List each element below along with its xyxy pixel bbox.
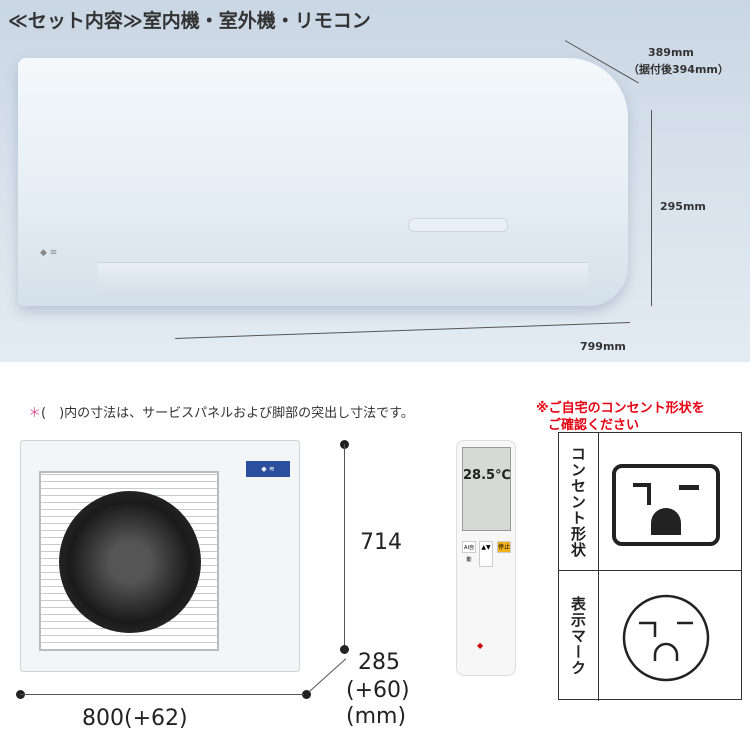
depth-dim-line — [304, 658, 347, 696]
note-text: ( )内の寸法は、サービスパネルおよび脚部の突出し寸法です。 — [41, 406, 414, 421]
outdoor-depth-extra: (+60) — [346, 678, 410, 703]
ai-button: AI自動 — [462, 541, 476, 563]
brand-logo: ◆ ≋ — [40, 248, 58, 258]
remote-control: 28.5℃ AI自動 ▲▼ 停止 ◆ — [456, 440, 516, 676]
depth-label: 389mm — [648, 46, 694, 59]
width-dim-line — [20, 694, 304, 695]
outdoor-width: 800(+62) — [82, 706, 188, 731]
stop-button: 停止 — [497, 541, 511, 553]
height-dim-line — [344, 444, 345, 649]
outlet-shape-icon — [612, 464, 720, 546]
temp-button: ▲▼ — [479, 541, 493, 567]
dim-dot — [302, 690, 311, 699]
warning-line1: ※ご自宅のコンセント形状を — [536, 401, 705, 416]
indoor-unit: ◆ ≋ — [18, 58, 628, 306]
outdoor-height: 714 — [360, 530, 402, 555]
unit-display — [408, 218, 508, 232]
display-mark-label: 表示マーク — [559, 571, 599, 701]
warning-line2: ご確認ください — [548, 418, 640, 433]
unit-flap — [98, 262, 588, 298]
height-line — [651, 110, 652, 306]
remote-lcd: 28.5℃ — [462, 447, 511, 531]
dim-dot — [340, 645, 349, 654]
display-mark-icon — [622, 594, 710, 682]
brand-logo: ◆ — [477, 641, 484, 650]
height-label: 295mm — [660, 200, 706, 213]
depth-installed-label: （据付後394mm） — [628, 63, 729, 76]
dimension-note: ＊( )内の寸法は、サービスパネルおよび脚部の突出し寸法です。 — [28, 402, 414, 421]
outlet-shape-row: コンセント形状 — [559, 433, 741, 571]
outlet-shape-label: コンセント形状 — [559, 433, 599, 570]
outlet-warning: ※ご自宅のコンセント形状をご確認ください — [536, 400, 705, 434]
fan-icon — [59, 491, 201, 633]
indoor-unit-photo: ◆ ≋ 389mm （据付後394mm） 295mm 799mm — [0, 0, 750, 362]
width-line — [175, 322, 630, 339]
fan-grille — [39, 471, 219, 651]
page-title: ≪セット内容≫室内機・室外機・リモコン — [8, 10, 371, 32]
note-mark: ＊ — [28, 406, 42, 421]
display-mark-row: 表示マーク — [559, 571, 741, 701]
brand-badge: ◆ ≋ — [246, 461, 290, 477]
outdoor-unit: ◆ ≋ — [20, 440, 300, 672]
outlet-table: コンセント形状 表示マーク — [558, 432, 742, 701]
unit-mm: (mm) — [346, 704, 407, 729]
width-label: 799mm — [580, 340, 626, 353]
outdoor-depth: 285 — [358, 650, 400, 675]
